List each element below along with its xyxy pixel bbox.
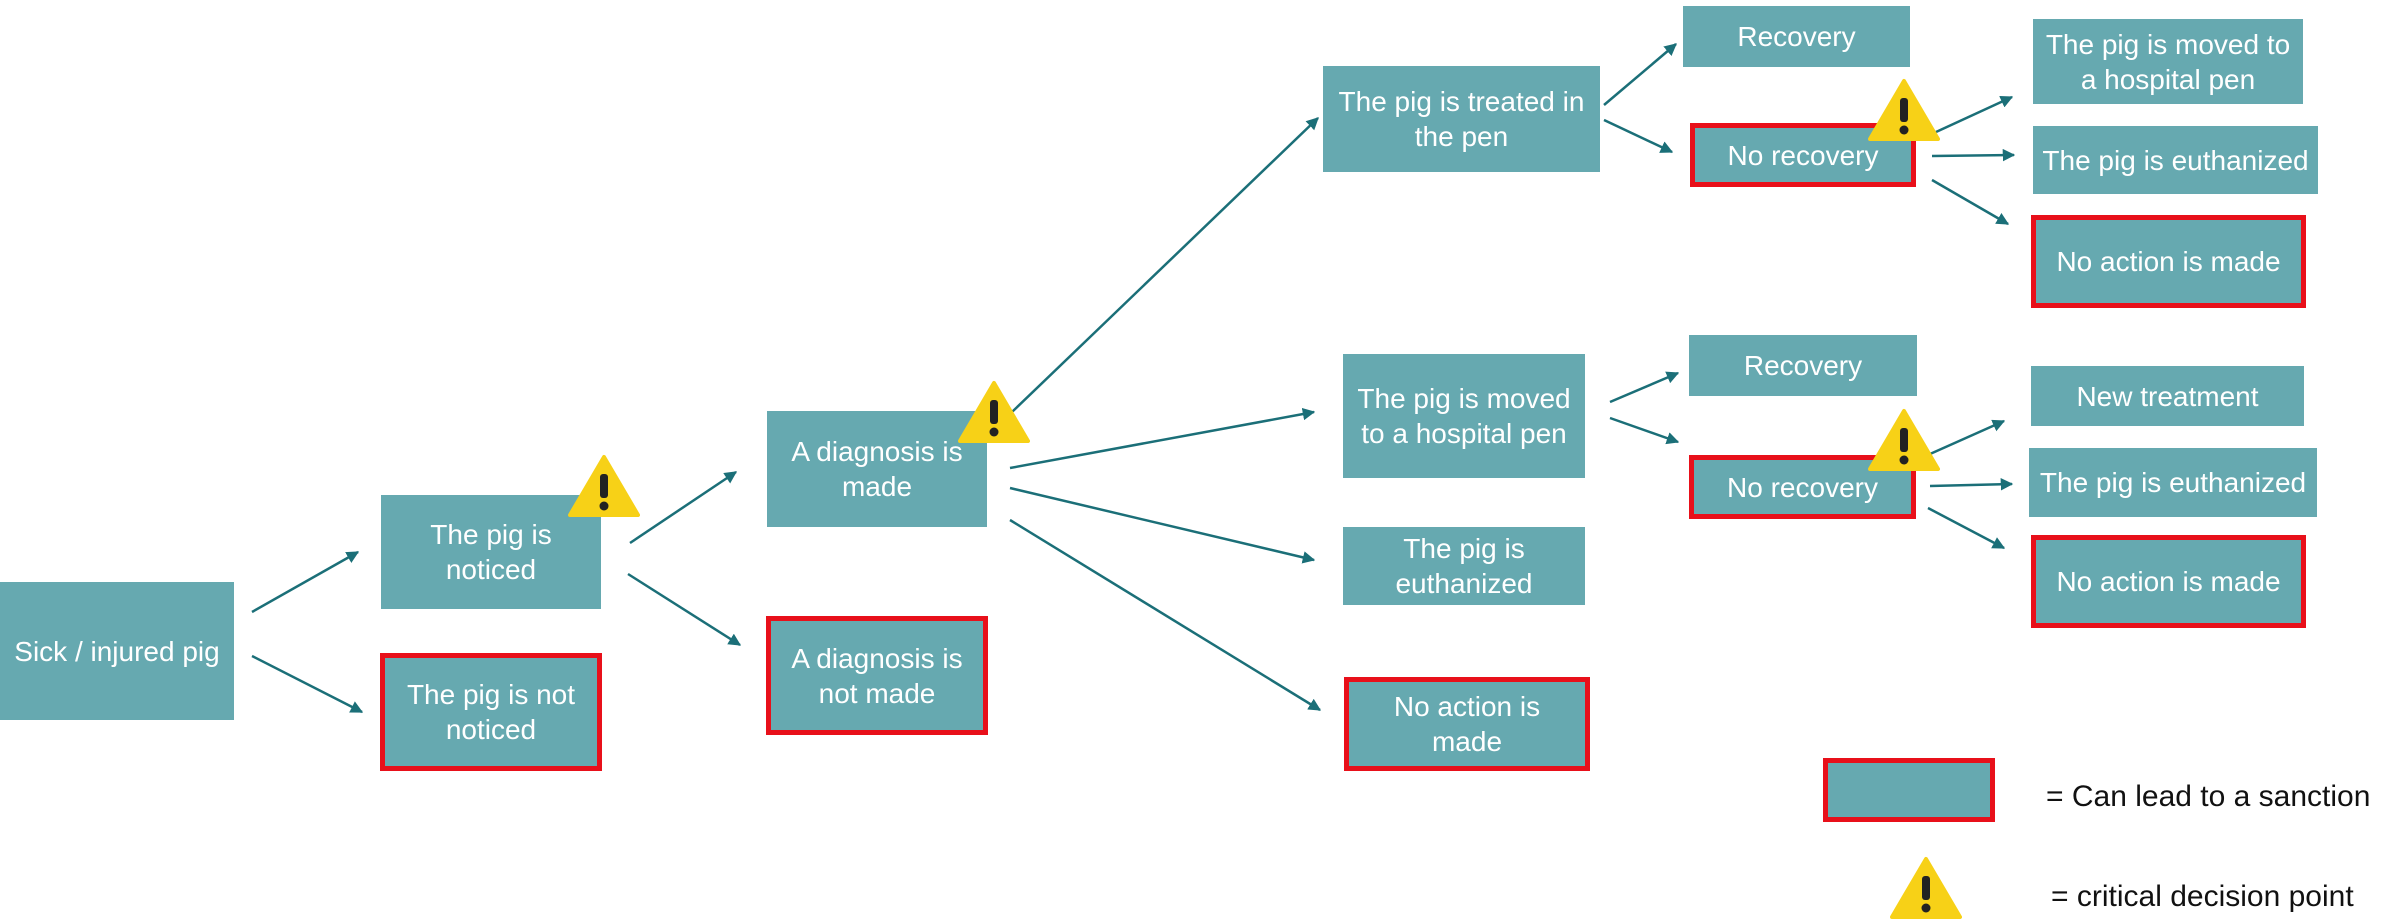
arrow-sick-to-noticed (251, 550, 360, 614)
arrow-treated-to-recovery (1603, 43, 1677, 106)
legend-sanction-swatch (1823, 758, 1995, 822)
arrow-no-recovery-top-to-moved (1935, 95, 2014, 134)
node-no-action-top: No action is made (2031, 215, 2306, 308)
arrow-noticed-to-no-diagnosis (627, 572, 742, 647)
node-no-action-right: No action is made (2031, 535, 2306, 628)
arrow-diagnosis-to-hospital (1009, 407, 1316, 470)
arrow-diagnosis-to-euthanized (1009, 486, 1316, 564)
arrow-no-recovery-mid-to-no-action (1927, 506, 2006, 550)
legend-critical-label: = critical decision point (2051, 880, 2354, 913)
node-new-treatment: New treatment (2031, 366, 2304, 426)
arrow-sick-to-not-noticed (251, 654, 364, 714)
node-pig-noticed: The pig is noticed (381, 495, 601, 609)
node-no-recovery-top: No recovery (1690, 123, 1916, 187)
legend-warning-icon (1890, 857, 1962, 919)
arrow-hospital-to-recovery (1609, 371, 1680, 404)
arrow-no-recovery-top-to-no-action (1931, 178, 2010, 226)
node-diagnosis-made: A diagnosis is made (767, 411, 987, 527)
warning-icon (958, 381, 1030, 443)
node-pig-euthanized-mid: The pig is euthanized (1343, 527, 1585, 605)
node-no-action-mid: No action is made (1344, 677, 1590, 771)
node-pig-moved-hospital-top: The pig is moved to a hospital pen (2033, 19, 2303, 104)
node-pig-euthanized-top: The pig is euthanized (2033, 126, 2318, 194)
arrow-no-recovery-mid-to-new-treatment (1929, 419, 2006, 456)
warning-icon (1868, 409, 1940, 471)
node-pig-treated-in-pen: The pig is treated in the pen (1323, 66, 1600, 172)
node-pig-moved-to-hospital: The pig is moved to a hospital pen (1343, 354, 1585, 478)
warning-icon (1868, 79, 1940, 141)
arrow-noticed-to-diagnosis (629, 470, 738, 545)
arrow-treated-to-no-recovery (1603, 118, 1674, 154)
node-pig-euthanized-right: The pig is euthanized (2029, 448, 2317, 517)
arrow-diagnosis-to-no-action (1009, 518, 1322, 712)
arrow-diagnosis-to-treated (1011, 117, 1319, 413)
arrow-hospital-to-no-recovery (1609, 416, 1680, 445)
node-pig-not-noticed: The pig is not noticed (380, 653, 602, 771)
arrow-no-recovery-top-to-euthanized (1931, 148, 2016, 162)
legend-sanction-label: = Can lead to a sanction (2046, 780, 2371, 813)
node-sick-pig: Sick / injured pig (0, 582, 234, 720)
node-diagnosis-not-made: A diagnosis is not made (766, 616, 988, 735)
warning-icon (568, 455, 640, 517)
node-recovery-mid: Recovery (1689, 335, 1917, 396)
node-recovery-top: Recovery (1683, 6, 1910, 67)
arrow-no-recovery-mid-to-euthanized (1929, 478, 2014, 491)
